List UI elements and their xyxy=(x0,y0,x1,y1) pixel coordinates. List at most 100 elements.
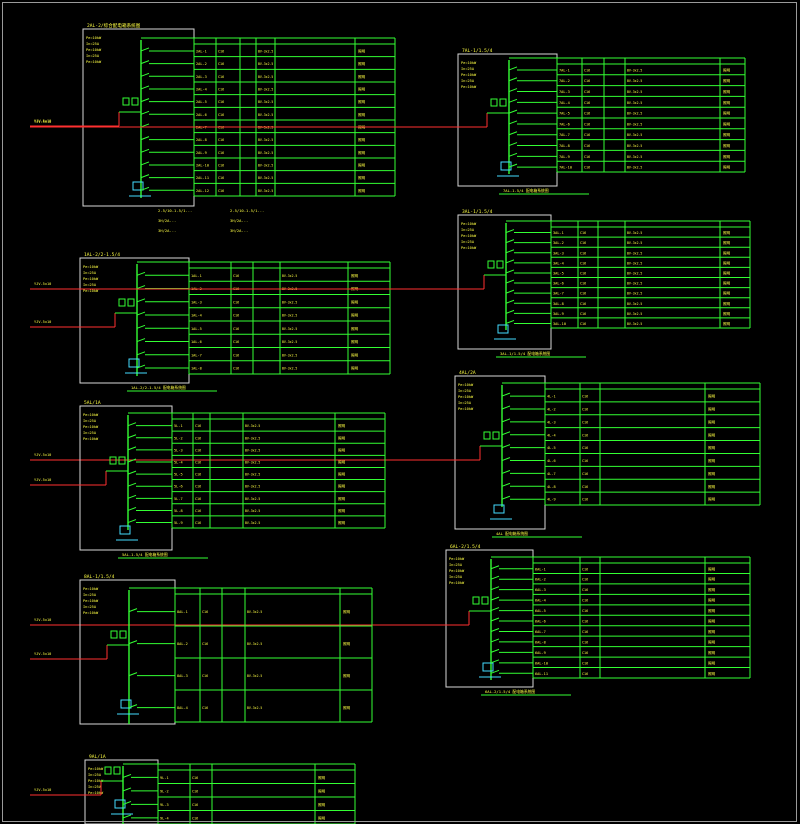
branch-switch xyxy=(505,239,515,244)
branch-switch xyxy=(508,131,518,136)
circuit-id: 3AL-7 xyxy=(553,292,564,296)
panel-p6: 5AL/1APe=10kWIn=25APe=10kWIn=25APe=10kWY… xyxy=(30,400,386,559)
cable-spec: BV-3x2.5 xyxy=(627,322,642,326)
branch-switch xyxy=(122,773,132,778)
breaker-rating: C16 xyxy=(580,251,586,255)
spec-text: In=25A xyxy=(461,228,475,232)
breaker-rating: C16 xyxy=(202,674,208,678)
panel-title: 6AL-2/1.5/4 xyxy=(450,544,481,550)
cable-spec: BV-3x2.5 xyxy=(247,674,262,678)
branch-switch xyxy=(140,60,150,65)
cable-spec: BV-3x2.5 xyxy=(627,302,642,306)
circuit-id: 7AL-2 xyxy=(559,79,570,83)
circuit-id: 5L-9 xyxy=(174,521,183,525)
load-name: 照明 xyxy=(723,240,731,245)
meter-block xyxy=(104,766,112,775)
earth-device xyxy=(132,181,144,191)
cable-spec: BV-3x2.5 xyxy=(627,166,642,170)
spec-text: In=25A xyxy=(461,240,475,244)
branch-switch xyxy=(136,298,146,303)
spec-text: In=25A xyxy=(458,401,472,405)
load-name: 照明 xyxy=(343,641,351,646)
circuit-id: 2AL-3 xyxy=(196,75,207,79)
spec-text: Pe=10kW xyxy=(83,277,99,281)
breaker-rating: C16 xyxy=(580,282,586,286)
cable-spec: BV-3x2.5 xyxy=(258,100,273,104)
spec-text: Pe=10kW xyxy=(88,791,104,795)
circuit-id: 2AL-11 xyxy=(196,176,209,180)
branch-switch xyxy=(128,704,138,709)
cable-spec: BV-3x2.5 xyxy=(245,485,260,489)
circuit-id: 7AL-5 xyxy=(559,112,570,116)
breaker-rating: C16 xyxy=(584,155,590,159)
circuit-id: 4L-7 xyxy=(547,472,556,476)
cable-spec: BV-3x2.5 xyxy=(282,274,297,278)
circuit-id: 5L-4 xyxy=(174,460,183,464)
circuit-id: 1AL-4 xyxy=(191,314,202,318)
breaker-rating: C16 xyxy=(233,300,239,304)
breaker-rating: C16 xyxy=(218,176,224,180)
load-name: 照明 xyxy=(351,299,359,304)
panel-p9: 9AL/1APe=10kWIn=25APe=10kWIn=25APe=10kWY… xyxy=(30,754,356,824)
load-name: 照明 xyxy=(338,496,346,501)
cable-spec: BV-3x2.5 xyxy=(627,231,642,235)
load-name: 照明 xyxy=(708,639,716,644)
breaker-rating: C16 xyxy=(202,642,208,646)
cable-spec: BV-3x2.5 xyxy=(627,112,642,116)
panel-p7: 6AL-2/1.5/4Pe=10kWIn=25APe=10kWIn=25APe=… xyxy=(30,544,751,696)
load-name: 照明 xyxy=(708,587,716,592)
branch-switch xyxy=(501,469,511,474)
breaker-rating: C16 xyxy=(218,100,224,104)
spec-text: Pe=10kW xyxy=(449,569,465,573)
circuit-id: 5L-5 xyxy=(174,473,183,477)
cable-spec: BV-3x2.5 xyxy=(258,151,273,155)
load-name: 照明 xyxy=(723,260,731,265)
branch-switch xyxy=(136,271,146,276)
circuit-id: 7AL-10 xyxy=(559,166,572,170)
circuit-id: 9L-1 xyxy=(160,776,169,780)
spec-text: Pe=10kW xyxy=(86,48,102,52)
circuit-id: 2AL-10 xyxy=(196,163,209,167)
panel-p4: 3AL-1/1.5/4Pe=10kWIn=25APe=10kWIn=25APe=… xyxy=(30,209,751,358)
branch-switch xyxy=(490,617,500,622)
circuit-id: 3AL-1 xyxy=(553,231,564,235)
circuit-id: 2AL-8 xyxy=(196,138,207,142)
spec-text: In=25A xyxy=(83,419,97,423)
load-name: 照明 xyxy=(338,520,346,525)
load-name: 照明 xyxy=(358,137,366,142)
breaker-rating: C16 xyxy=(582,498,588,502)
breaker-rating: C16 xyxy=(582,672,588,676)
circuit-id: 7AL-4 xyxy=(559,101,570,105)
breaker-rating: C16 xyxy=(233,353,239,357)
branch-switch xyxy=(490,596,500,601)
branch-switch xyxy=(508,88,518,93)
load-name: 照明 xyxy=(708,619,716,624)
load-name: 照明 xyxy=(338,423,346,428)
panel-p3: 1AL-2/2-1.5/4Pe=10kWIn=25APe=10kWIn=25AP… xyxy=(30,252,391,392)
branch-switch xyxy=(127,458,137,463)
cable-spec: BV-3x2.5 xyxy=(247,610,262,614)
circuit-id: 9L-2 xyxy=(160,789,169,793)
branch-switch xyxy=(508,142,518,147)
branch-switch xyxy=(122,800,132,805)
breaker-rating: C16 xyxy=(202,706,208,710)
breaker-rating: C16 xyxy=(195,497,201,501)
branch-switch xyxy=(501,495,511,500)
breaker-rating: C16 xyxy=(584,68,590,72)
spec-text: Pe=10kW xyxy=(458,383,474,387)
cable-spec: BV-3x2.5 xyxy=(627,241,642,245)
spec-text: Pe=10kW xyxy=(461,85,477,89)
breaker-rating: C16 xyxy=(580,302,586,306)
circuit-id: 6AL-8 xyxy=(535,640,546,644)
circuit-id: 5L-3 xyxy=(174,448,183,452)
breaker-rating: C16 xyxy=(582,588,588,592)
load-name: 照明 xyxy=(358,112,366,117)
branch-switch xyxy=(136,351,146,356)
breaker-rating: C16 xyxy=(233,314,239,318)
branch-switch xyxy=(127,482,137,487)
branch-switch xyxy=(505,279,515,284)
earth-device xyxy=(482,662,494,672)
load-name: 照明 xyxy=(708,406,716,411)
branch-switch xyxy=(505,289,515,294)
load-name: 照明 xyxy=(358,61,366,66)
